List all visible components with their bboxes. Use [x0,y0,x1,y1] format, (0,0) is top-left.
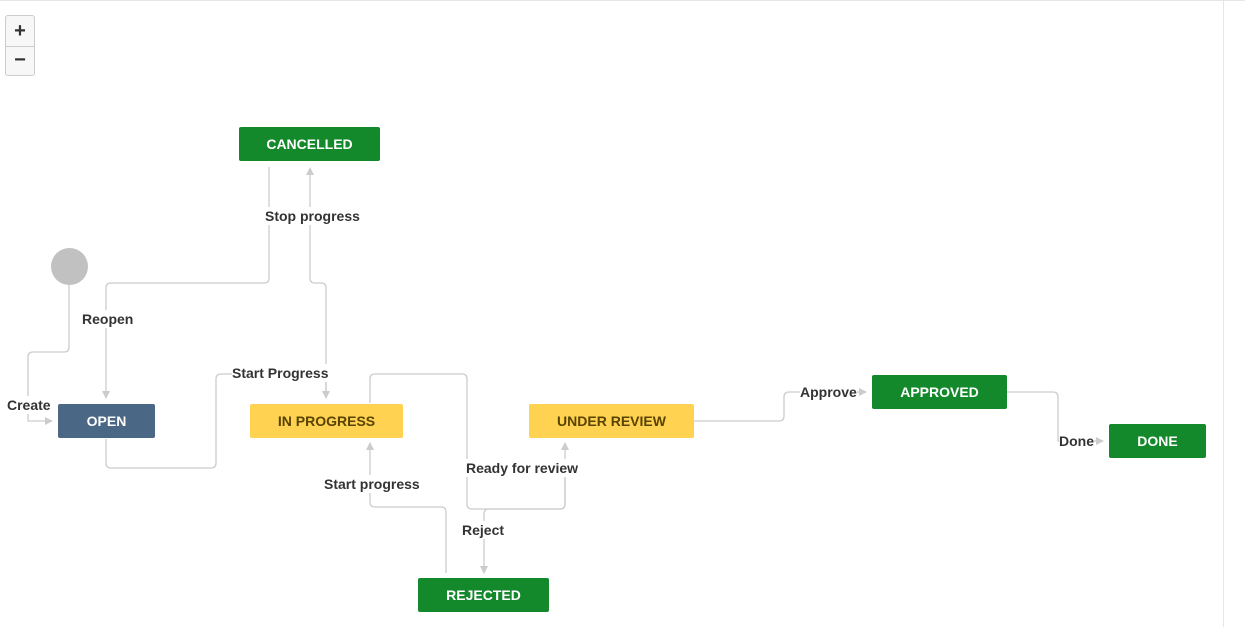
transition-create[interactable]: Create [7,396,51,414]
status-approved[interactable]: APPROVED [872,375,1007,409]
connector-approve [694,388,867,422]
transition-stop-progress[interactable]: Stop progress [265,207,360,225]
status-under-review[interactable]: UNDER REVIEW [529,404,694,438]
zoom-controls: + − [5,15,35,76]
connector-reopen [102,167,270,399]
zoom-in-button[interactable]: + [6,16,34,47]
connector-stop-progress [306,167,327,393]
status-done[interactable]: DONE [1109,424,1206,458]
transition-ready-for-review[interactable]: Ready for review [466,459,579,477]
connector-reject [480,471,566,574]
initial-state-node [51,248,88,285]
connector-start-progress-rejected [366,442,447,573]
status-open[interactable]: OPEN [58,404,155,438]
transition-done[interactable]: Done [1059,432,1094,450]
connector-create [27,285,70,425]
transition-approve[interactable]: Approve [800,383,857,401]
panel-divider [1223,0,1224,627]
zoom-out-button[interactable]: − [14,49,26,71]
connector-done [1007,391,1104,445]
status-cancelled[interactable]: CANCELLED [239,127,380,161]
transition-reject[interactable]: Reject [462,521,505,539]
status-rejected[interactable]: REJECTED [418,578,549,612]
status-in-progress[interactable]: IN PROGRESS [250,404,403,438]
transition-reopen[interactable]: Reopen [82,310,134,328]
transition-start-progress-open[interactable]: Start Progress [232,364,329,382]
transition-start-progress-rejected[interactable]: Start progress [324,475,420,493]
